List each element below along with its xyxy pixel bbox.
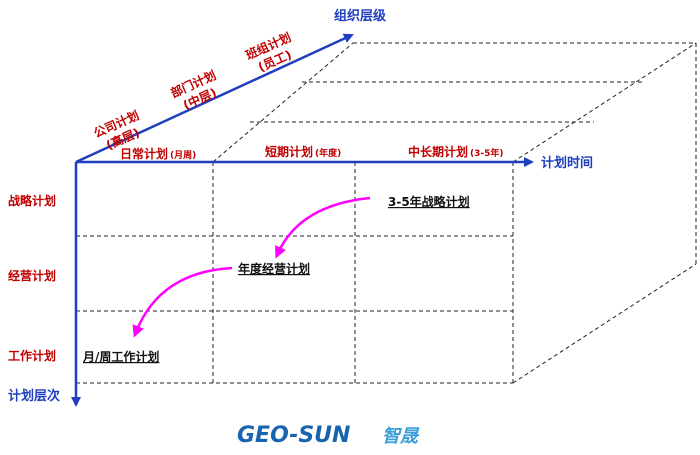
time-col-daily: 日常计划(月周) <box>120 146 196 161</box>
row-strategic: 战略计划 <box>8 193 56 208</box>
org-level-team: 班组计划 (员工) <box>243 29 294 74</box>
geo-sun-logo: GEO-SUN 智晟 <box>237 423 420 448</box>
svg-text:智晟: 智晟 <box>382 426 420 447</box>
side-face <box>512 43 697 384</box>
org-level-axis <box>75 33 354 164</box>
plan-annual: 年度经营计划 <box>238 261 310 276</box>
arrow-strategic-to-annual <box>275 196 371 259</box>
svg-text:GEO-SUN: GEO-SUN <box>237 423 350 448</box>
time-col-short: 短期计划(年度) <box>265 144 341 159</box>
svg-text:中长期计划(3-5年): 中长期计划(3-5年) <box>408 144 504 159</box>
org-level-department: 部门计划 (中层) <box>168 67 219 112</box>
plan-time-axis-title: 计划时间 <box>541 155 593 171</box>
arrow-annual-to-work <box>132 266 233 338</box>
svg-text:短期计划(年度): 短期计划(年度) <box>265 144 341 159</box>
org-level-axis-title: 组织层级 <box>334 8 387 24</box>
time-col-mid-long: 中长期计划(3-5年) <box>408 144 504 159</box>
svg-text:日常计划(月周): 日常计划(月周) <box>120 146 196 161</box>
plan-level-axis-title: 计划层次 <box>8 388 60 404</box>
top-face-grid <box>212 42 697 163</box>
row-operating: 经营计划 <box>8 268 56 283</box>
row-work: 工作计划 <box>8 348 56 363</box>
plan-strategic: 3-5年战略计划 <box>388 194 470 209</box>
axes <box>71 33 534 407</box>
plan-work: 月/周工作计划 <box>82 349 159 364</box>
